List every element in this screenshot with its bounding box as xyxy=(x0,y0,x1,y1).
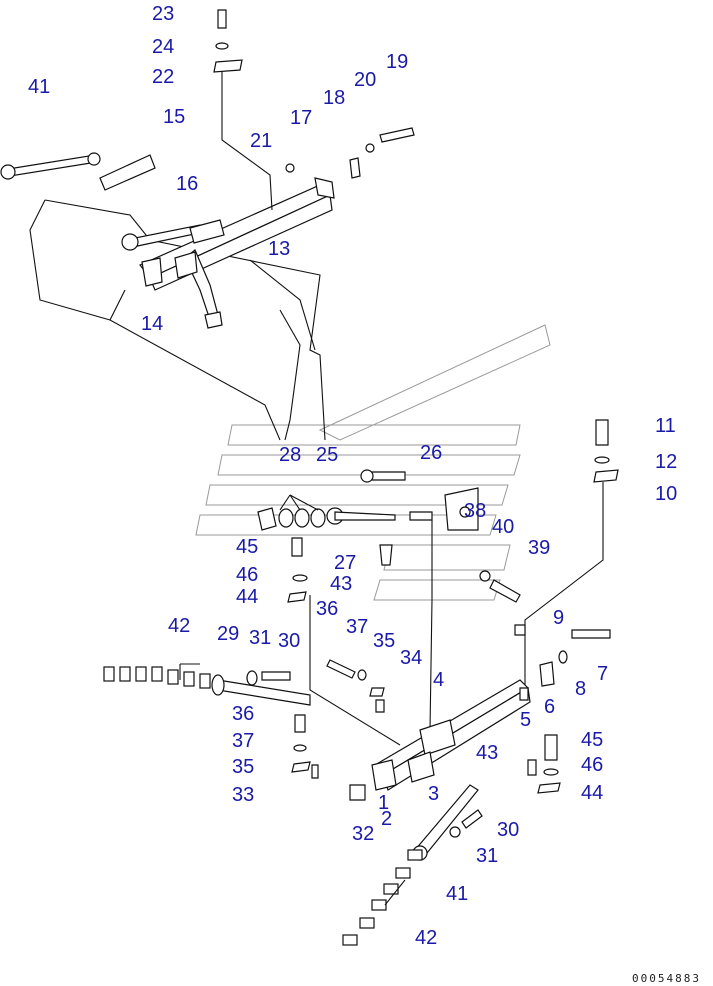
callout-46: 46 xyxy=(581,754,603,776)
callout-18: 18 xyxy=(323,87,345,109)
callout-29: 29 xyxy=(217,623,239,645)
callout-31: 31 xyxy=(249,627,271,649)
callout-6: 6 xyxy=(544,696,555,718)
callout-44: 44 xyxy=(236,586,258,608)
callout-10: 10 xyxy=(655,483,677,505)
callout-42: 42 xyxy=(168,615,190,637)
callout-8: 8 xyxy=(575,678,586,700)
callout-11: 11 xyxy=(655,415,676,437)
callout-30: 30 xyxy=(278,630,300,652)
callout-27: 27 xyxy=(334,552,356,574)
callout-45: 45 xyxy=(581,729,603,751)
lower-frame xyxy=(103,624,611,946)
callout-16: 16 xyxy=(176,173,198,195)
callout-46: 46 xyxy=(236,564,258,586)
callout-34: 34 xyxy=(400,647,422,669)
callout-38: 38 xyxy=(464,500,486,522)
upper-loose-parts xyxy=(0,9,415,211)
watermark-logo xyxy=(195,324,551,601)
callout-32: 32 xyxy=(352,823,374,845)
callout-21: 21 xyxy=(250,130,272,152)
callout-24: 24 xyxy=(152,36,174,58)
callout-44: 44 xyxy=(581,782,603,804)
callout-13: 13 xyxy=(268,238,290,260)
callout-28: 28 xyxy=(279,444,301,466)
callout-15: 15 xyxy=(163,106,185,128)
callout-7: 7 xyxy=(597,663,608,685)
callout-40: 40 xyxy=(492,516,514,538)
callout-33: 33 xyxy=(232,784,254,806)
callout-35: 35 xyxy=(232,756,254,778)
callout-17: 17 xyxy=(290,107,312,129)
callout-26: 26 xyxy=(420,442,442,464)
upper-frame xyxy=(121,177,335,329)
callout-31: 31 xyxy=(476,845,498,867)
callout-30: 30 xyxy=(497,819,519,841)
callout-23: 23 xyxy=(152,3,174,25)
callout-14: 14 xyxy=(141,313,163,335)
callout-37: 37 xyxy=(346,616,368,638)
callout-12: 12 xyxy=(655,451,677,473)
callout-43: 43 xyxy=(476,742,498,764)
callout-39: 39 xyxy=(528,537,550,559)
callout-42: 42 xyxy=(415,927,437,949)
callout-2: 2 xyxy=(381,808,392,830)
callout-41: 41 xyxy=(28,76,50,98)
middle-parts xyxy=(257,419,619,746)
callout-9: 9 xyxy=(553,607,564,629)
callout-36: 36 xyxy=(232,703,254,725)
callout-19: 19 xyxy=(386,51,408,73)
callout-22: 22 xyxy=(152,66,174,88)
callout-5: 5 xyxy=(520,709,531,731)
callout-43: 43 xyxy=(330,573,352,595)
upper-body-outline xyxy=(29,199,326,441)
callout-36: 36 xyxy=(316,598,338,620)
callout-1: 1 xyxy=(378,792,389,814)
callout-20: 20 xyxy=(354,69,376,91)
callout-3: 3 xyxy=(428,783,439,805)
callout-35: 35 xyxy=(373,630,395,652)
callout-45: 45 xyxy=(236,536,258,558)
callout-25: 25 xyxy=(316,444,338,466)
callout-41: 41 xyxy=(446,883,468,905)
callout-4: 4 xyxy=(433,669,444,691)
callout-37: 37 xyxy=(232,730,254,752)
leader-lines xyxy=(179,494,406,906)
drawing-code: 00054883 xyxy=(632,972,701,985)
